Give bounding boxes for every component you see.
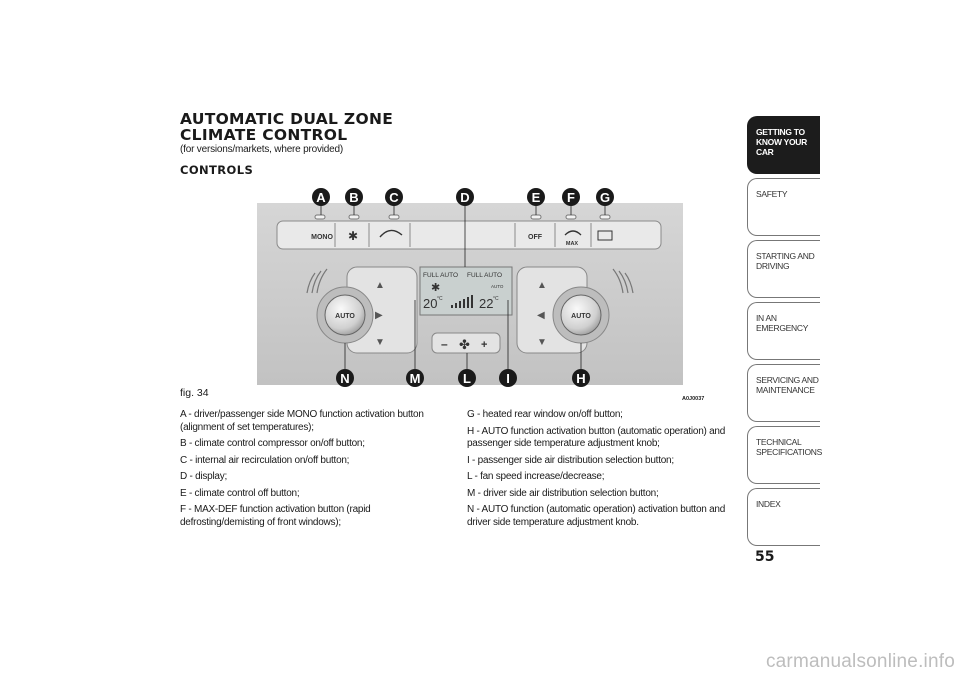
page-title: AUTOMATIC DUAL ZONE CLIMATE CONTROL <box>180 111 393 143</box>
svg-text:▶: ▶ <box>375 310 383 321</box>
off-label: OFF <box>528 234 543 241</box>
tab-servicing-and-maintenance[interactable]: SERVICING AND MAINTENANCE <box>747 364 820 422</box>
passenger-auto-label: AUTO <box>571 313 591 320</box>
callout-c <box>385 188 403 206</box>
legend-item: E - climate control off button; <box>180 487 300 499</box>
mono-label: MONO <box>311 234 333 241</box>
fan-speed-control <box>431 332 501 354</box>
svg-text:N: N <box>340 371 349 386</box>
tab-in-an-emergency[interactable]: IN AN EMERGENCY <box>747 302 820 360</box>
svg-text:B: B <box>349 190 358 205</box>
display-auto: AUTO <box>491 284 504 289</box>
passenger-auto-knob <box>560 294 602 336</box>
tab-starting-and-driving[interactable]: STARTING AND DRIVING <box>747 240 820 298</box>
tab-getting-to-know-your-car[interactable]: GETTING TO KNOW YOUR CAR <box>747 116 820 174</box>
climate-control-figure: MONO ✱ OFF MAX ▲ ▶ ▼ ▲ ◀ ▼ FULL AUTO FULL AU… <box>257 188 683 387</box>
callout-f <box>562 188 580 206</box>
legend-item: A - driver/passenger side MONO function … <box>180 409 424 433</box>
callout-l <box>458 369 476 387</box>
callout-n <box>336 369 354 387</box>
driver-auto-knob <box>324 294 366 336</box>
title-line-1: AUTOMATIC DUAL ZONE <box>180 110 394 128</box>
legend-item: B - climate control compressor on/off bu… <box>180 438 365 449</box>
callout-i <box>499 369 517 387</box>
legend-item: M - driver side air distribution selecti… <box>467 487 659 499</box>
display-compressor-icon: ✱ <box>431 282 440 294</box>
svg-text:M: M <box>410 371 421 386</box>
climate-display <box>419 266 513 316</box>
recirculation-icon <box>379 229 403 238</box>
top-button-strip <box>276 220 662 250</box>
figure-code: A0J0037 <box>682 396 705 402</box>
legend-item: C - internal air recirculation on/off bu… <box>180 454 350 466</box>
legend-item: N - AUTO function (automatic operation) … <box>467 504 726 528</box>
callout-leader-lines <box>320 205 606 369</box>
title-line-2: CLIMATE CONTROL <box>180 126 348 144</box>
svg-text:D: D <box>460 190 469 205</box>
legend-right-column: G - heated rear window on/off button; H … <box>467 409 739 533</box>
compressor-icon: ✱ <box>348 229 358 243</box>
svg-text:◀: ◀ <box>537 310 545 321</box>
legend-item: G - heated rear window on/off button; <box>467 409 623 420</box>
callout-b <box>345 188 363 206</box>
tab-index[interactable]: INDEX <box>747 488 820 546</box>
legend-item: H - AUTO function activation button (aut… <box>467 425 726 450</box>
windshield-defrost-icon <box>564 230 582 236</box>
max-label: MAX <box>566 241 579 247</box>
svg-text:C: C <box>389 190 399 205</box>
svg-text:F: F <box>567 190 575 205</box>
page-number: 55 <box>755 549 775 565</box>
page-subtitle: (for versions/markets, where provided) <box>180 144 344 155</box>
display-full-auto-left: FULL AUTO <box>423 272 458 279</box>
callout-badges: A B C D E F G N M L I H <box>312 188 614 387</box>
display-unit-right: °C <box>493 296 499 302</box>
svg-text:▲: ▲ <box>375 280 385 291</box>
legend-item: L - fan speed increase/decrease; <box>467 471 605 482</box>
legend-item: F - MAX-DEF function activation button (… <box>180 504 371 528</box>
callout-h <box>572 369 590 387</box>
driver-auto-label: AUTO <box>335 313 355 320</box>
callout-a <box>312 188 330 206</box>
fan-level-bars <box>451 295 473 308</box>
fan-minus: – <box>441 337 448 351</box>
section-heading: CONTROLS <box>180 163 254 177</box>
display-unit-left: °C <box>437 296 443 302</box>
vent-grilles <box>306 268 634 294</box>
display-temp-left: 20 <box>423 296 437 311</box>
watermark: carmanualsonline.info <box>765 651 955 672</box>
tab-safety[interactable]: SAFETY <box>747 178 820 236</box>
svg-text:G: G <box>600 190 610 205</box>
display-full-auto-right: FULL AUTO <box>467 272 502 279</box>
callout-d <box>456 188 474 206</box>
legend-item: I - passenger side air distribution sele… <box>467 454 674 466</box>
rear-window-heat-icon <box>597 230 613 241</box>
tab-technical-specifications[interactable]: TECHNICAL SPECIFICATIONS <box>747 426 822 484</box>
svg-text:▼: ▼ <box>375 337 385 348</box>
fan-icon: ✤ <box>459 337 470 352</box>
svg-text:E: E <box>532 190 541 205</box>
svg-text:L: L <box>463 371 471 386</box>
callout-g <box>596 188 614 206</box>
svg-text:I: I <box>506 371 510 386</box>
display-temp-right: 22 <box>479 296 493 311</box>
callout-m <box>406 369 424 387</box>
svg-text:H: H <box>576 371 585 386</box>
legend-left-column: A - driver/passenger side MONO function … <box>180 409 452 533</box>
svg-text:▲: ▲ <box>537 280 547 291</box>
callout-e <box>527 188 545 206</box>
fan-plus: + <box>481 339 487 351</box>
figure-caption: fig. 34 <box>180 387 209 399</box>
svg-text:A: A <box>316 190 326 205</box>
legend-item: D - display; <box>180 471 228 482</box>
svg-text:▼: ▼ <box>537 337 547 348</box>
